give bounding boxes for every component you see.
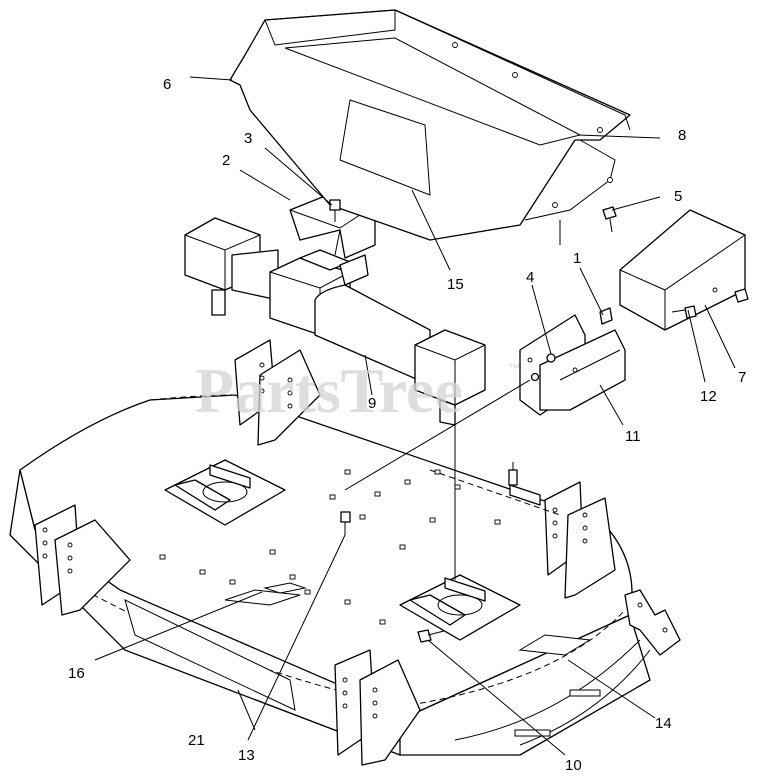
callout-7: 7 [738,369,746,386]
decal-21 [124,599,296,711]
decal-16 [224,589,301,606]
callout-15: 15 [447,276,464,293]
cover-box-7 [619,209,746,331]
gearbox-assembly [184,189,486,426]
belt-cover-6 [229,9,631,241]
callout-16: 16 [68,665,85,682]
callout-14: 14 [655,715,672,732]
callout-3: 3 [244,130,252,147]
callout-13: 13 [238,747,255,764]
callout-21: 21 [188,732,205,749]
leader-lines [94,76,736,756]
callout-10: 10 [565,757,582,774]
callout-labels: 1 2 3 4 5 6 7 8 9 10 11 12 13 14 15 16 2… [68,76,746,774]
baffle-front-center [334,649,421,766]
watermark-trademark: ™ [508,361,520,375]
side-bracket [624,589,681,656]
spindle-mount-right [399,574,521,641]
decal-16b [263,582,307,594]
baffle-right [544,481,616,599]
callout-2: 2 [222,152,230,169]
callout-6: 6 [163,76,171,93]
callout-5: 5 [674,188,682,205]
baffle-front-left [34,504,131,616]
callout-11: 11 [625,428,641,445]
decal-15 [339,99,431,196]
callout-1: 1 [573,250,581,267]
watermark-text: PartsTree [195,355,463,426]
callout-8: 8 [678,127,686,144]
decal-14 [518,634,592,656]
spindle-mount-left [164,459,286,526]
mower-deck [9,339,681,766]
deck-holes [159,469,501,625]
callout-4: 4 [526,269,534,286]
baffle-rear-left [234,339,321,446]
callout-9: 9 [368,395,376,412]
bracket-11 [519,307,626,416]
callout-12: 12 [700,388,717,405]
